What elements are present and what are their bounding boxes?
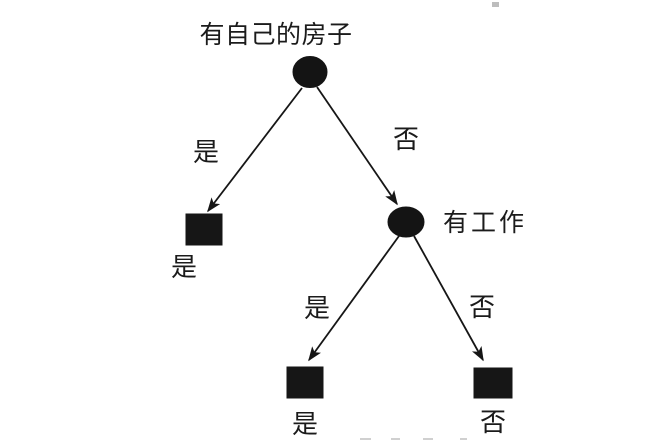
leaf-label-2: 是 xyxy=(292,410,318,439)
edge-root-yes xyxy=(207,87,303,213)
leaf-label-1: 是 xyxy=(171,253,197,282)
edge-root-no xyxy=(316,86,398,206)
leaf-square-3 xyxy=(473,367,513,399)
edge-label-root-yes: 是 xyxy=(193,138,219,167)
edge-label-root-no: 否 xyxy=(393,125,419,154)
root-node-circle xyxy=(292,56,328,88)
edge-job-no xyxy=(413,235,484,362)
leaf-square-2 xyxy=(286,366,324,399)
leaf-label-3: 否 xyxy=(480,408,506,437)
internal-node-label: 有工作 xyxy=(443,209,527,237)
scan-speck xyxy=(492,2,499,7)
edge-label-job-yes: 是 xyxy=(304,294,330,323)
leaf-square-1 xyxy=(185,213,223,246)
cutoff-caption-marks xyxy=(360,438,467,440)
root-node-label: 有自己的房子 xyxy=(199,21,352,49)
edge-label-job-no: 否 xyxy=(469,293,495,322)
internal-node-circle xyxy=(387,206,425,238)
edge-job-yes xyxy=(308,235,400,362)
